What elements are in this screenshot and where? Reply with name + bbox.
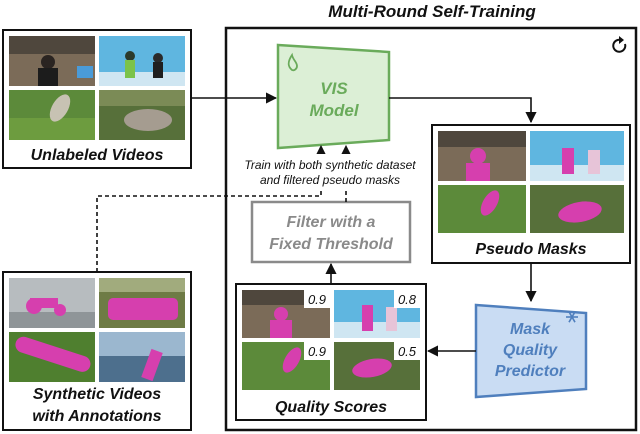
video-thumbnail	[530, 131, 624, 181]
predictor-label-line3: Predictor	[495, 363, 566, 380]
pseudo-mask-thumbnails	[438, 131, 624, 233]
quality-score-value: 0.8	[398, 292, 417, 307]
predictor-label-line2: Quality	[503, 342, 558, 359]
pseudo-masks-label: Pseudo Masks	[475, 241, 586, 258]
diagram-title: Multi-Round Self-Training	[328, 2, 536, 21]
video-thumbnail	[99, 332, 185, 382]
quality-score-value: 0.9	[308, 344, 326, 359]
train-note-line2: and filtered pseudo masks	[260, 173, 400, 187]
filter-block	[250, 200, 412, 264]
quality-scores-label: Quality Scores	[275, 399, 387, 416]
quality-score-value: 0.9	[308, 292, 326, 307]
vis-model-label-line2: Model	[309, 101, 359, 120]
mask-quality-predictor-block	[474, 303, 588, 399]
synthetic-videos-label-line2: with Annotations	[32, 408, 161, 425]
vis-model-block	[276, 43, 391, 150]
predictor-label-line1: Mask	[510, 321, 551, 338]
unlabeled-thumbnails	[9, 36, 185, 140]
filter-label-line1: Filter with a	[287, 214, 376, 231]
quality-score-thumbnails	[242, 290, 420, 390]
arrow-vis-to-pseudo	[389, 97, 537, 124]
cycle-arrow-icon	[612, 36, 627, 53]
video-thumbnail	[9, 36, 95, 86]
video-thumbnail	[9, 90, 95, 140]
video-thumbnail	[9, 332, 95, 382]
synthetic-videos-label-line1: Synthetic Videos	[33, 386, 161, 403]
vis-model-label-line1: VIS	[320, 79, 348, 98]
quality-score-value: 0.5	[398, 344, 417, 359]
train-note-backdrop	[228, 154, 430, 188]
video-thumbnail	[530, 185, 624, 233]
self-training-region	[224, 26, 638, 432]
video-thumbnail	[99, 36, 185, 86]
video-thumbnail	[242, 342, 330, 390]
video-thumbnail	[99, 278, 185, 328]
video-thumbnail	[99, 90, 185, 140]
flame-icon	[287, 52, 298, 72]
video-thumbnail	[242, 290, 330, 338]
train-note-line1: Train with both synthetic dataset	[244, 158, 416, 172]
video-thumbnail	[9, 278, 95, 328]
snowflake-icon	[566, 311, 578, 323]
video-thumbnail	[438, 131, 526, 181]
video-thumbnail	[334, 290, 420, 338]
video-thumbnail	[438, 185, 526, 233]
video-thumbnail	[334, 342, 420, 390]
unlabeled-videos-label: Unlabeled Videos	[31, 147, 164, 164]
synthetic-thumbnails	[9, 278, 185, 382]
filter-label-line2: Fixed Threshold	[269, 236, 394, 253]
